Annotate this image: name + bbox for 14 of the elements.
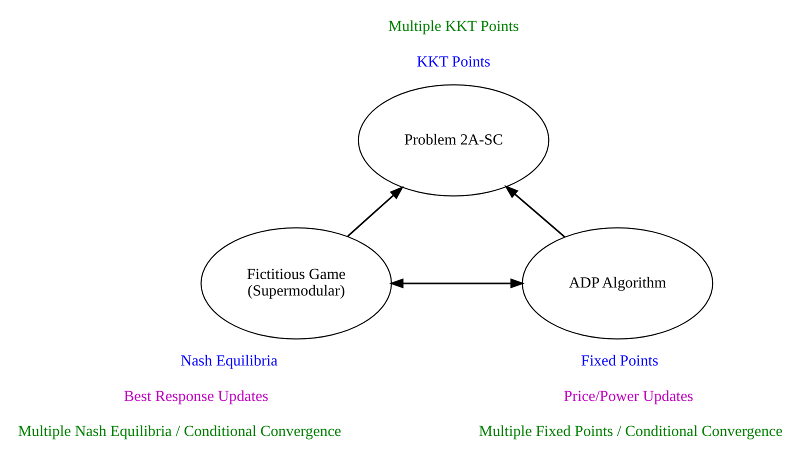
arrow xyxy=(389,278,525,288)
node-label: Fixed Points xyxy=(581,352,658,370)
arrow xyxy=(347,186,404,236)
node-ellipse: ADP Algorithm xyxy=(522,226,714,340)
node-label: Best Response Updates xyxy=(124,387,268,404)
node-ellipse: Fictitious Game (Supermodular) xyxy=(200,226,392,340)
node-label: Nash Equilibria xyxy=(180,352,278,370)
arrow xyxy=(504,184,566,238)
node-label: Multiple Fixed Points / Conditional Convergence xyxy=(478,422,783,440)
node-label: Multiple Nash Equilibria / Conditional Convergence xyxy=(18,422,342,440)
node-label: Price/Power Updates xyxy=(564,387,694,404)
node-label: Multiple KKT Points xyxy=(388,18,519,35)
node-label: KKT Points xyxy=(416,52,490,70)
node-ellipse: Problem 2A-SC xyxy=(358,84,550,196)
